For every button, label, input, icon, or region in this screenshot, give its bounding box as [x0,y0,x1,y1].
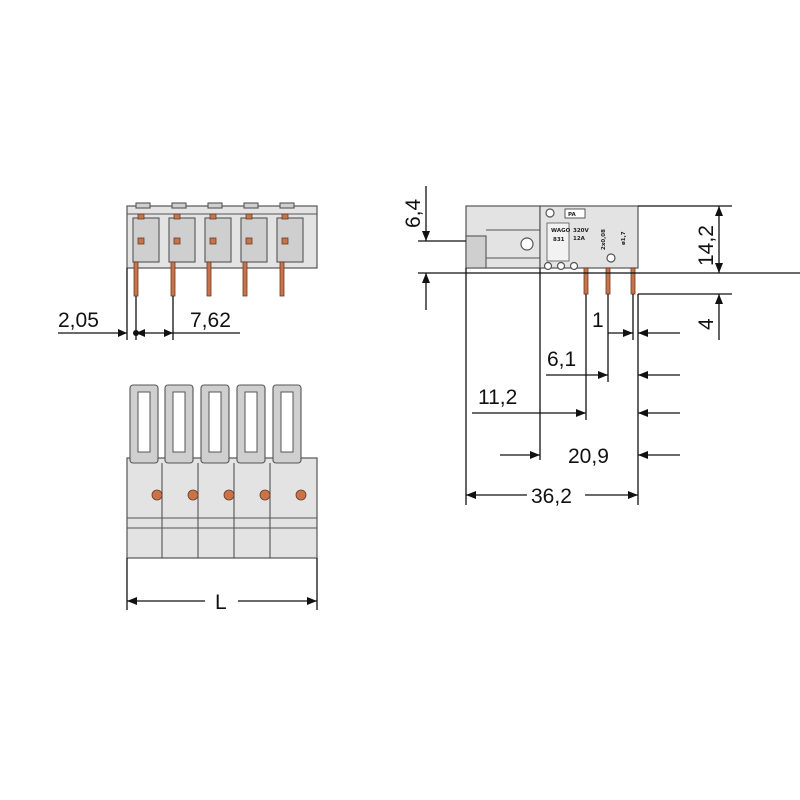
dim-label-height-total: 14,2 [695,225,718,266]
dim-label-20-9: 20,9 [568,445,609,468]
dim-20-9: 20,9 [500,445,680,468]
marking-pin-diameter: ø1,7 [621,231,627,245]
dim-label-depth-total: 36,2 [531,485,572,508]
dim-height-top: 6,4 [402,186,800,310]
top-view [126,202,318,297]
dim-pin-spacing: 1 [592,309,680,337]
dim-pin-offset: 2,05 7,62 [58,268,240,340]
dim-11-2: 11,2 [472,386,680,417]
front-view-dividers [161,463,271,558]
dim-label-height-top: 6,4 [402,198,425,228]
side-view-extension-lines [465,268,639,505]
dim-label-pin-offset: 2,05 [58,309,99,332]
dim-pin-length: 4 [638,293,732,340]
dim-6-1: 6,1 [546,348,680,379]
front-view-latches [129,384,302,464]
dim-label-pitch: 7,62 [190,309,231,332]
dim-height-total: 14,2 [638,205,732,273]
top-view-pins [133,261,285,297]
marking-current: 12A [573,236,586,242]
dim-label-11-2: 11,2 [478,386,517,409]
dim-label-pin-length: 4 [695,318,718,330]
front-view-contacts [151,489,307,501]
top-view-modules [132,202,304,263]
marking-material: PA [568,212,577,218]
dim-label-6-1: 6,1 [547,348,576,371]
marking-brand: WAGO [551,228,571,234]
marking-series: 831 [553,237,565,243]
dim-label-length: L [215,591,227,614]
dim-depth-total: 36,2 [466,485,638,508]
front-view [126,384,318,559]
marking-voltage: 320V [573,228,589,234]
dim-length: L [126,558,318,614]
dim-label-pin-spacing: 1 [592,309,604,332]
marking-wire: 2x0,08 [601,229,607,250]
side-view: PA WAGO 831 320V 12A 2x0,08 ø1,7 [465,205,639,295]
